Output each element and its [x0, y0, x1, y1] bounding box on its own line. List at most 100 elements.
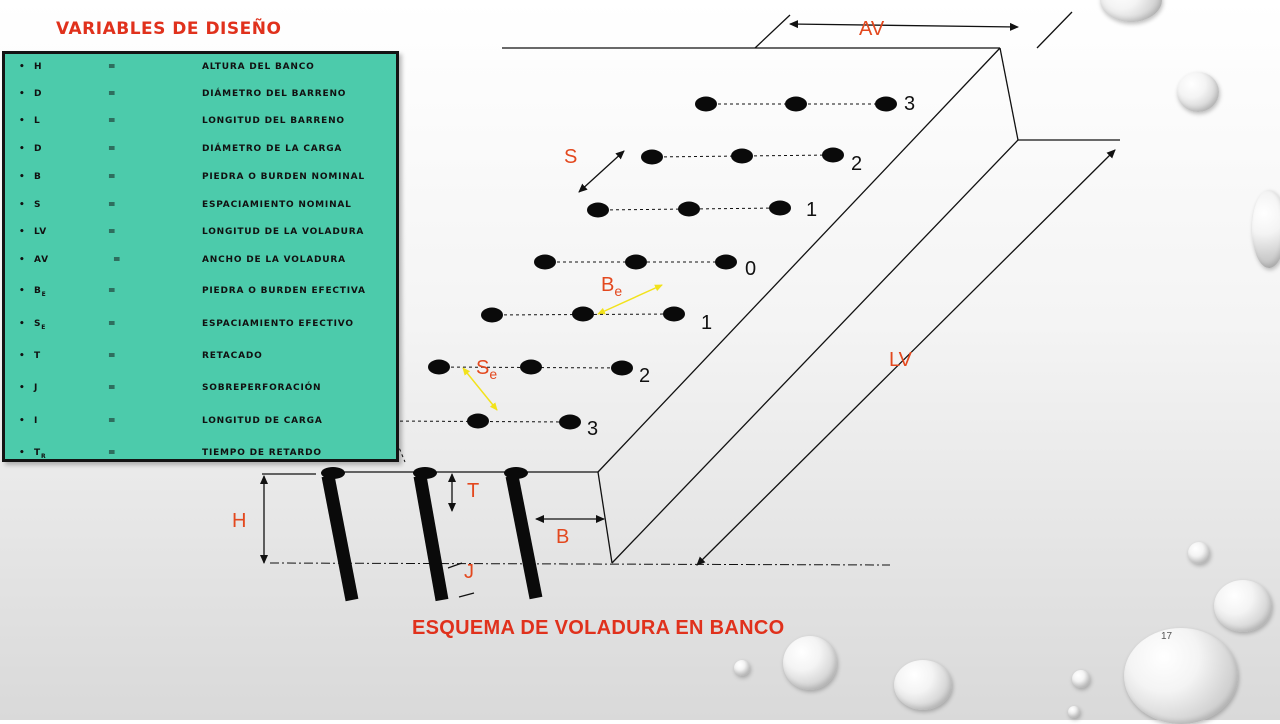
bullet: • — [19, 383, 26, 393]
label-se-sub: e — [489, 366, 497, 382]
bullet: • — [19, 286, 26, 296]
variable-symbol-main: S — [34, 319, 42, 329]
label-se-main: S — [476, 357, 489, 379]
label-se: Se — [476, 357, 497, 382]
variable-symbol-sub: E — [41, 323, 47, 331]
variable-row: • B = PIEDRA O BURDEN NOMINAL — [5, 169, 396, 185]
bullet: • — [19, 416, 26, 426]
bullet: • — [19, 89, 26, 99]
label-j: J — [464, 561, 474, 583]
variable-row: • S = ESPACIAMIENTO NOMINAL — [5, 197, 396, 213]
variable-symbol-main: T — [34, 448, 41, 458]
variable-symbol: T — [34, 351, 41, 361]
water-drop — [1072, 670, 1090, 688]
variable-symbol-sub: E — [41, 290, 47, 298]
water-drop — [783, 636, 837, 690]
bullet: • — [19, 255, 26, 265]
variable-description: LONGITUD DEL BARRENO — [202, 116, 345, 126]
variable-symbol: L — [34, 116, 41, 126]
blast-hole — [587, 202, 609, 218]
s-dimension-arrow — [578, 150, 625, 193]
label-be-sub: e — [614, 283, 622, 299]
blast-hole — [731, 148, 753, 164]
water-drop — [1177, 72, 1219, 112]
blast-hole — [611, 360, 633, 376]
bench-outline — [340, 11, 1120, 564]
blast-hole — [520, 359, 542, 375]
blast-hole — [641, 149, 663, 165]
hole-row-lines — [387, 103, 886, 463]
variable-symbol: I — [34, 416, 39, 426]
bullet: • — [19, 200, 26, 210]
variable-symbol: SE — [34, 316, 46, 336]
delay-number: 2 — [639, 365, 650, 387]
variable-description: PIEDRA O BURDEN NOMINAL — [202, 172, 365, 182]
variable-description: LONGITUD DE LA VOLADURA — [202, 227, 365, 237]
equals-sign: = — [108, 319, 117, 329]
blast-hole — [467, 413, 489, 429]
blast-hole — [695, 96, 717, 112]
variable-description: LONGITUD DE CARGA — [202, 416, 323, 426]
variable-description: DIÁMETRO DE LA CARGA — [202, 144, 343, 154]
variable-row: • T = RETACADO — [5, 348, 396, 364]
variable-description: RETACADO — [202, 351, 263, 361]
bullet: • — [19, 227, 26, 237]
blast-hole — [625, 254, 647, 270]
equals-sign: = — [108, 144, 117, 154]
bullet: • — [19, 116, 26, 126]
variable-row: • LV = LONGITUD DE LA VOLADURA — [5, 224, 396, 240]
blast-hole — [428, 359, 450, 375]
blast-hole — [572, 306, 594, 322]
bullet: • — [19, 172, 26, 182]
blast-hole — [715, 254, 737, 270]
drill-hole-collar — [413, 467, 437, 479]
variable-row: • J = SOBREPERFORACIÓN — [5, 380, 396, 396]
bullet: • — [19, 144, 26, 154]
equals-sign: = — [108, 351, 117, 361]
bullet: • — [19, 319, 26, 329]
variable-description: ANCHO DE LA VOLADURA — [202, 255, 346, 265]
blast-hole — [678, 201, 700, 217]
water-drop — [1214, 580, 1272, 632]
equals-sign: = — [108, 383, 117, 393]
variable-row: • L = LONGITUD DEL BARRENO — [5, 113, 396, 129]
blast-hole — [785, 96, 807, 112]
drill-hole-column — [505, 474, 543, 600]
water-drop — [734, 660, 750, 676]
label-av: AV — [859, 18, 885, 40]
variable-description: ESPACIAMIENTO EFECTIVO — [202, 319, 354, 329]
lv-dimension-arrow — [696, 149, 1116, 566]
equals-sign: = — [108, 89, 117, 99]
variable-row: • H = ALTURA DEL BANCO — [5, 59, 396, 75]
equals-sign: = — [108, 448, 117, 458]
water-drop — [1068, 706, 1080, 718]
delay-number: 0 — [745, 258, 756, 280]
variable-symbol: H — [34, 62, 43, 72]
equals-sign: = — [108, 286, 117, 296]
variable-symbol-main: B — [34, 286, 42, 296]
label-h: H — [232, 510, 246, 532]
delay-number: 1 — [806, 199, 817, 221]
variable-symbol: BE — [34, 283, 47, 303]
variable-symbol: TR — [34, 445, 46, 465]
bullet: • — [19, 448, 26, 458]
variables-title: VARIABLES DE DISEÑO — [56, 19, 282, 39]
equals-sign: = — [108, 172, 117, 182]
variable-symbol: LV — [34, 227, 48, 237]
variables-list: • H = ALTURA DEL BANCO • D = DIÁMETRO DE… — [2, 51, 399, 462]
water-drop — [1188, 542, 1210, 564]
variable-symbol-sub: R — [40, 452, 47, 460]
variable-row: • D = DIÁMETRO DE LA CARGA — [5, 141, 396, 157]
variable-symbol: B — [34, 172, 42, 182]
variable-row: • BE = PIEDRA O BURDEN EFECTIVA — [5, 283, 396, 299]
variable-description: ESPACIAMIENTO NOMINAL — [202, 200, 352, 210]
blast-hole — [559, 414, 581, 430]
variable-description: TIEMPO DE RETARDO — [202, 448, 322, 458]
variable-symbol: S — [34, 200, 42, 210]
page-number: 17 — [1161, 631, 1173, 642]
variable-row: • I = LONGITUD DE CARGA — [5, 413, 396, 429]
diagram-caption: ESQUEMA DE VOLADURA EN BANCO — [412, 617, 785, 639]
blast-hole — [769, 200, 791, 216]
se-dimension-arrow — [462, 367, 498, 411]
label-t: T — [467, 480, 479, 502]
